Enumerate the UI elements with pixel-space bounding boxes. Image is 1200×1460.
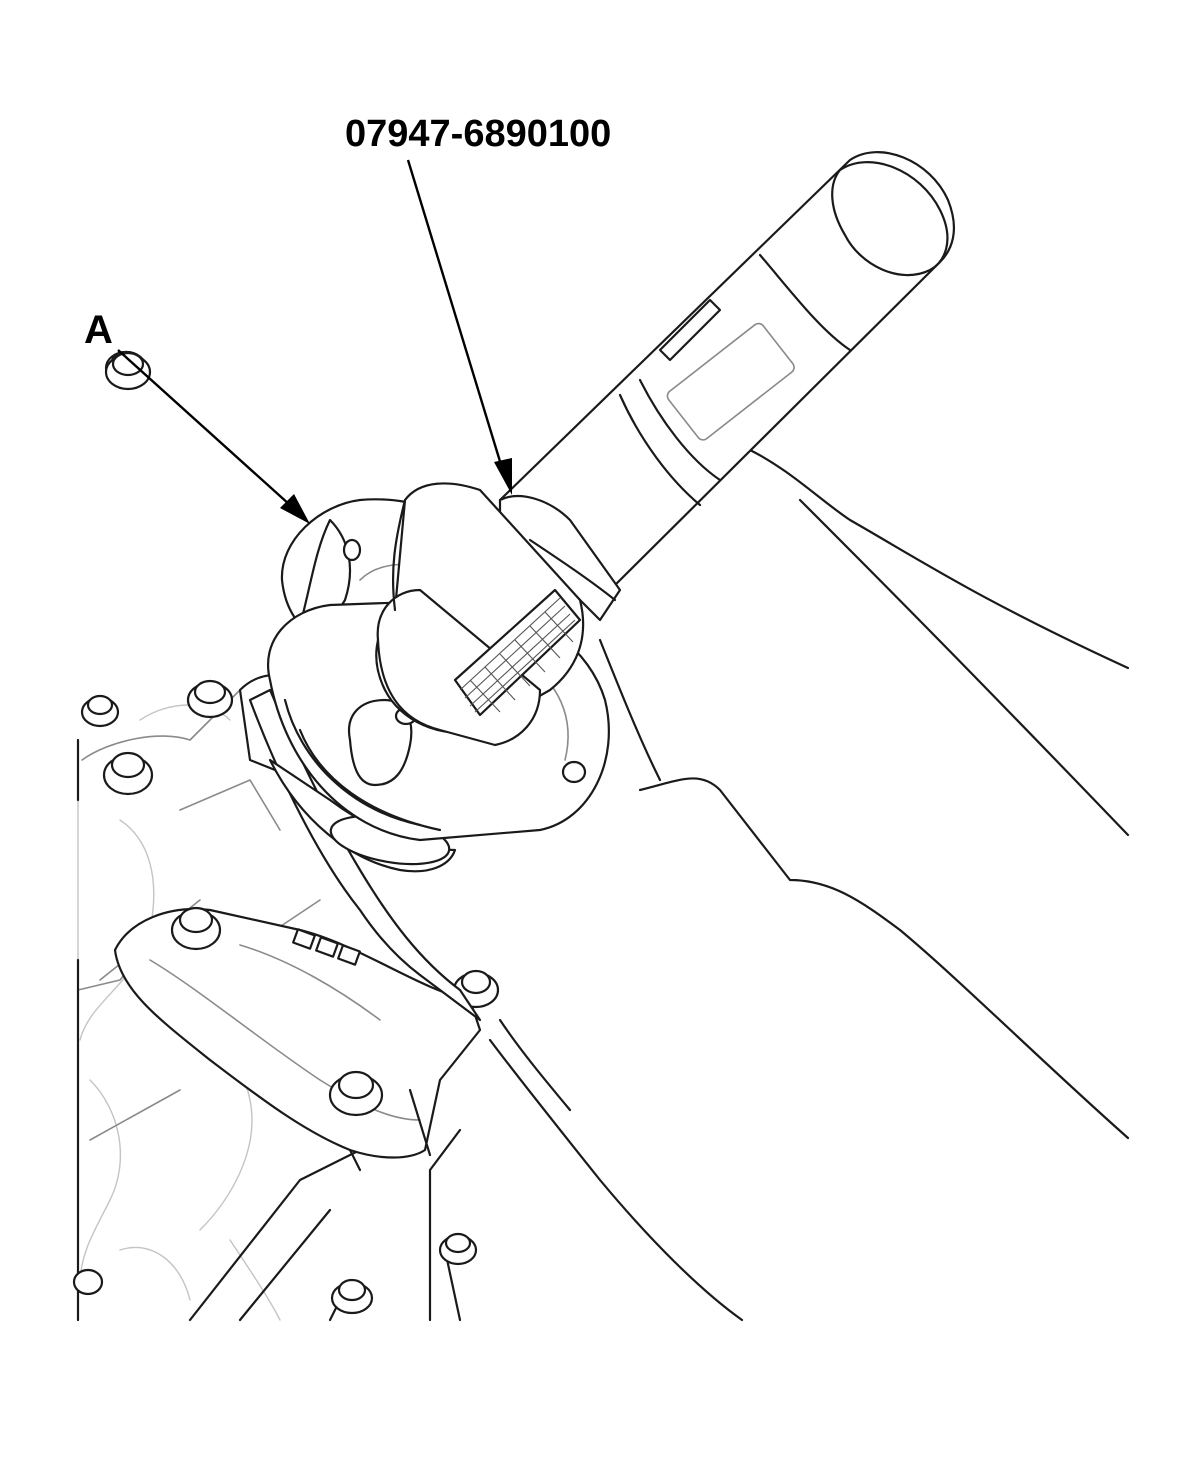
knurled-grip [453,588,582,717]
bolts [72,350,500,1315]
mounting-bracket [113,908,482,1172]
leader-lines [117,159,512,524]
frame-members [488,448,1130,1322]
arrow-icon [280,494,310,524]
leader-line-a [117,349,291,506]
leader-line-part-number [406,159,504,469]
callout-part-number: 07947-6890100 [345,113,612,155]
driver-tool [375,151,956,747]
callout-a: A [84,308,113,352]
bolt-icon [72,351,500,1315]
arrow-icon [494,458,512,495]
